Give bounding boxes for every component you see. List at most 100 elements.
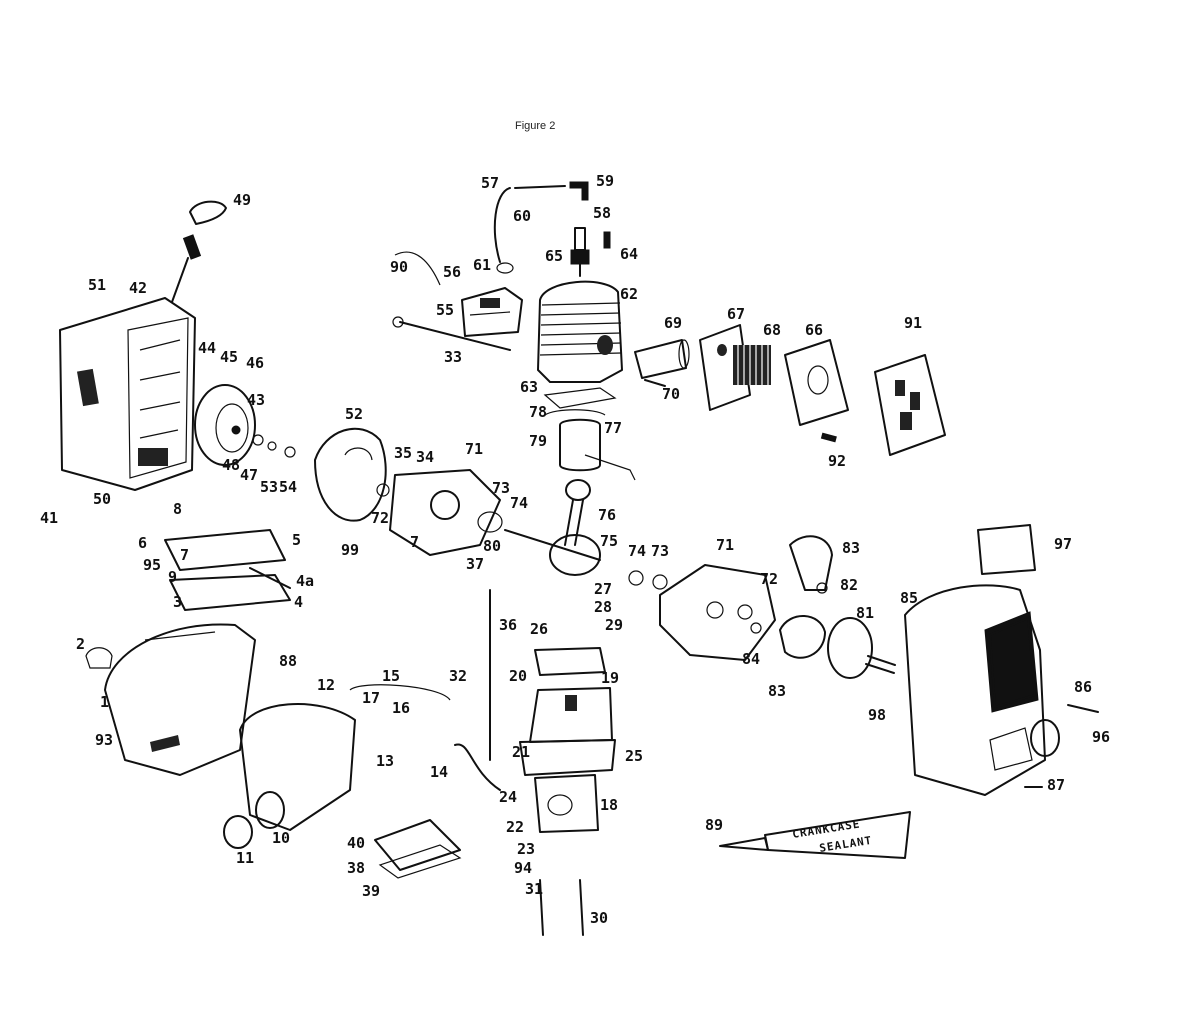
callout-90: 90 xyxy=(390,258,408,276)
callout-9: 9 xyxy=(168,568,177,586)
callout-78: 78 xyxy=(529,403,547,421)
callout-8: 8 xyxy=(173,500,182,518)
carb-gasket-26 xyxy=(534,647,606,676)
callout-23: 23 xyxy=(517,840,535,858)
crankcase-sealant-tube: CRANKCASE SEALANT xyxy=(719,811,911,859)
callout-19: 19 xyxy=(601,669,619,687)
callout-80: 80 xyxy=(483,537,501,555)
callout-79: 79 xyxy=(529,432,547,450)
spark-plug xyxy=(570,227,590,277)
callout-83: 83 xyxy=(842,539,860,557)
callout-73: 73 xyxy=(651,542,669,560)
callout-21: 21 xyxy=(512,743,530,761)
crankcase-half-left xyxy=(376,469,501,556)
callout-93: 93 xyxy=(95,731,113,749)
callout-1: 1 xyxy=(100,693,109,711)
callout-96: 96 xyxy=(1092,728,1110,746)
callout-70: 70 xyxy=(662,385,680,403)
callout-64: 64 xyxy=(620,245,638,263)
screw-92 xyxy=(820,432,837,443)
plate-gasket-stack xyxy=(374,819,462,879)
figure-caption: Figure 2 xyxy=(515,120,555,132)
callout-49: 49 xyxy=(233,191,251,209)
starter-handle xyxy=(171,200,227,303)
wire-90 xyxy=(394,251,441,286)
callout-60: 60 xyxy=(513,207,531,225)
carburetor xyxy=(519,687,616,833)
callout-69: 69 xyxy=(664,314,682,332)
callout-41: 41 xyxy=(40,509,58,527)
callout-32: 32 xyxy=(449,667,467,685)
callout-4a: 4a xyxy=(296,572,314,590)
callout-12: 12 xyxy=(317,676,335,694)
callout-10: 10 xyxy=(272,829,290,847)
callout-62: 62 xyxy=(620,285,638,303)
callout-71: 71 xyxy=(716,536,734,554)
muffler-cap-11 xyxy=(223,815,253,849)
callout-72: 72 xyxy=(760,570,778,588)
callout-29: 29 xyxy=(605,616,623,634)
callout-99: 99 xyxy=(341,541,359,559)
decal-97 xyxy=(977,524,1036,575)
callout-50: 50 xyxy=(93,490,111,508)
callout-3: 3 xyxy=(173,593,182,611)
callout-92: 92 xyxy=(828,452,846,470)
callout-52: 52 xyxy=(345,405,363,423)
callout-14: 14 xyxy=(430,763,448,781)
callout-6: 6 xyxy=(138,534,147,552)
rear-cover xyxy=(874,354,946,456)
callout-97: 97 xyxy=(1054,535,1072,553)
callout-81: 81 xyxy=(856,604,874,622)
clip-82 xyxy=(816,582,828,594)
callout-56: 56 xyxy=(443,263,461,281)
callout-57: 57 xyxy=(481,174,499,192)
air-box xyxy=(699,324,751,411)
callout-28: 28 xyxy=(594,598,612,616)
callout-17: 17 xyxy=(362,689,380,707)
callout-4: 4 xyxy=(294,593,303,611)
callout-39: 39 xyxy=(362,882,380,900)
callout-7: 7 xyxy=(180,546,189,564)
screw-64 xyxy=(603,231,611,249)
callout-61: 61 xyxy=(473,256,491,274)
end-cap-96 xyxy=(1030,719,1060,757)
callout-74: 74 xyxy=(628,542,646,560)
callout-45: 45 xyxy=(220,348,238,366)
clutch-drum xyxy=(827,617,896,679)
callout-30: 30 xyxy=(590,909,608,927)
callout-74: 74 xyxy=(510,494,528,512)
callout-51: 51 xyxy=(88,276,106,294)
callout-66: 66 xyxy=(805,321,823,339)
callout-44: 44 xyxy=(198,339,216,357)
top-shroud xyxy=(164,529,291,611)
callout-20: 20 xyxy=(509,667,527,685)
cylinder xyxy=(537,280,623,383)
callout-38: 38 xyxy=(347,859,365,877)
callout-15: 15 xyxy=(382,667,400,685)
callout-55: 55 xyxy=(436,301,454,319)
callout-25: 25 xyxy=(625,747,643,765)
callout-83: 83 xyxy=(768,682,786,700)
engine-housing xyxy=(904,584,1046,796)
callout-82: 82 xyxy=(840,576,858,594)
intake-elbow xyxy=(789,535,833,591)
callout-89: 89 xyxy=(705,816,723,834)
callout-85: 85 xyxy=(900,589,918,607)
cylinder-gasket xyxy=(543,387,617,409)
flywheel xyxy=(314,427,387,522)
callout-86: 86 xyxy=(1074,678,1092,696)
callout-87: 87 xyxy=(1047,776,1065,794)
callout-43: 43 xyxy=(247,391,265,409)
callout-5: 5 xyxy=(292,531,301,549)
carb-adapter xyxy=(634,339,690,387)
sealant-label-line2: SEALANT xyxy=(818,834,873,855)
callout-65: 65 xyxy=(545,247,563,265)
callout-95: 95 xyxy=(143,556,161,574)
callout-18: 18 xyxy=(600,796,618,814)
callout-94: 94 xyxy=(514,859,532,877)
callout-72: 72 xyxy=(371,509,389,527)
bolt-31 xyxy=(539,879,544,936)
callout-77: 77 xyxy=(604,419,622,437)
callout-2: 2 xyxy=(76,635,85,653)
